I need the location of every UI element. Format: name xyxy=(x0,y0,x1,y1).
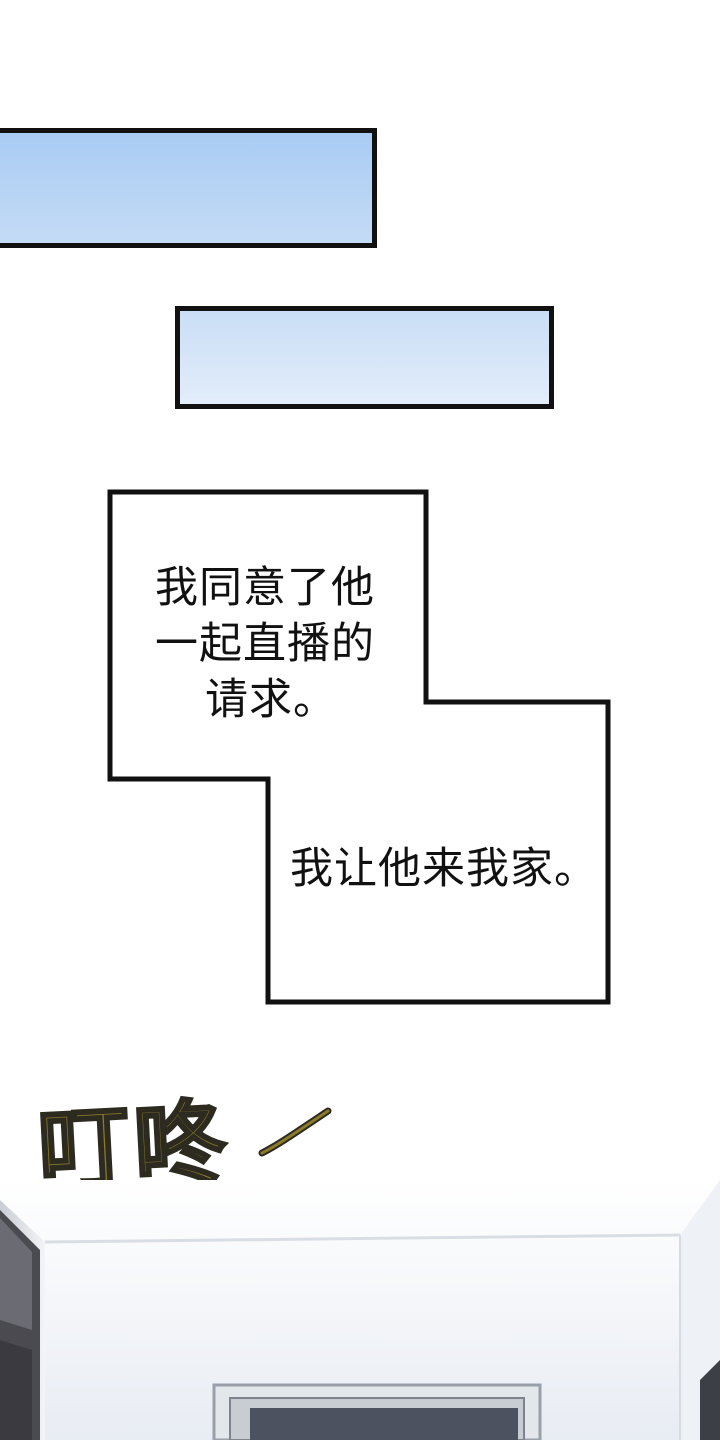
narration-line: 一起直播的 xyxy=(155,619,375,669)
narration-line: 我同意了他 xyxy=(155,563,375,613)
narration-box-outline xyxy=(107,489,611,1005)
narration-text-2: 我让他来我家。 xyxy=(290,844,598,894)
room-interior-illustration xyxy=(0,1180,720,1440)
narration-text-1: 我同意了他 一起直播的 请求。 xyxy=(155,560,415,728)
sound-effect-tail xyxy=(258,1107,332,1157)
sky-panel-top xyxy=(0,128,377,248)
sky-panel-middle xyxy=(175,306,554,409)
narration-line: 请求。 xyxy=(205,675,337,725)
